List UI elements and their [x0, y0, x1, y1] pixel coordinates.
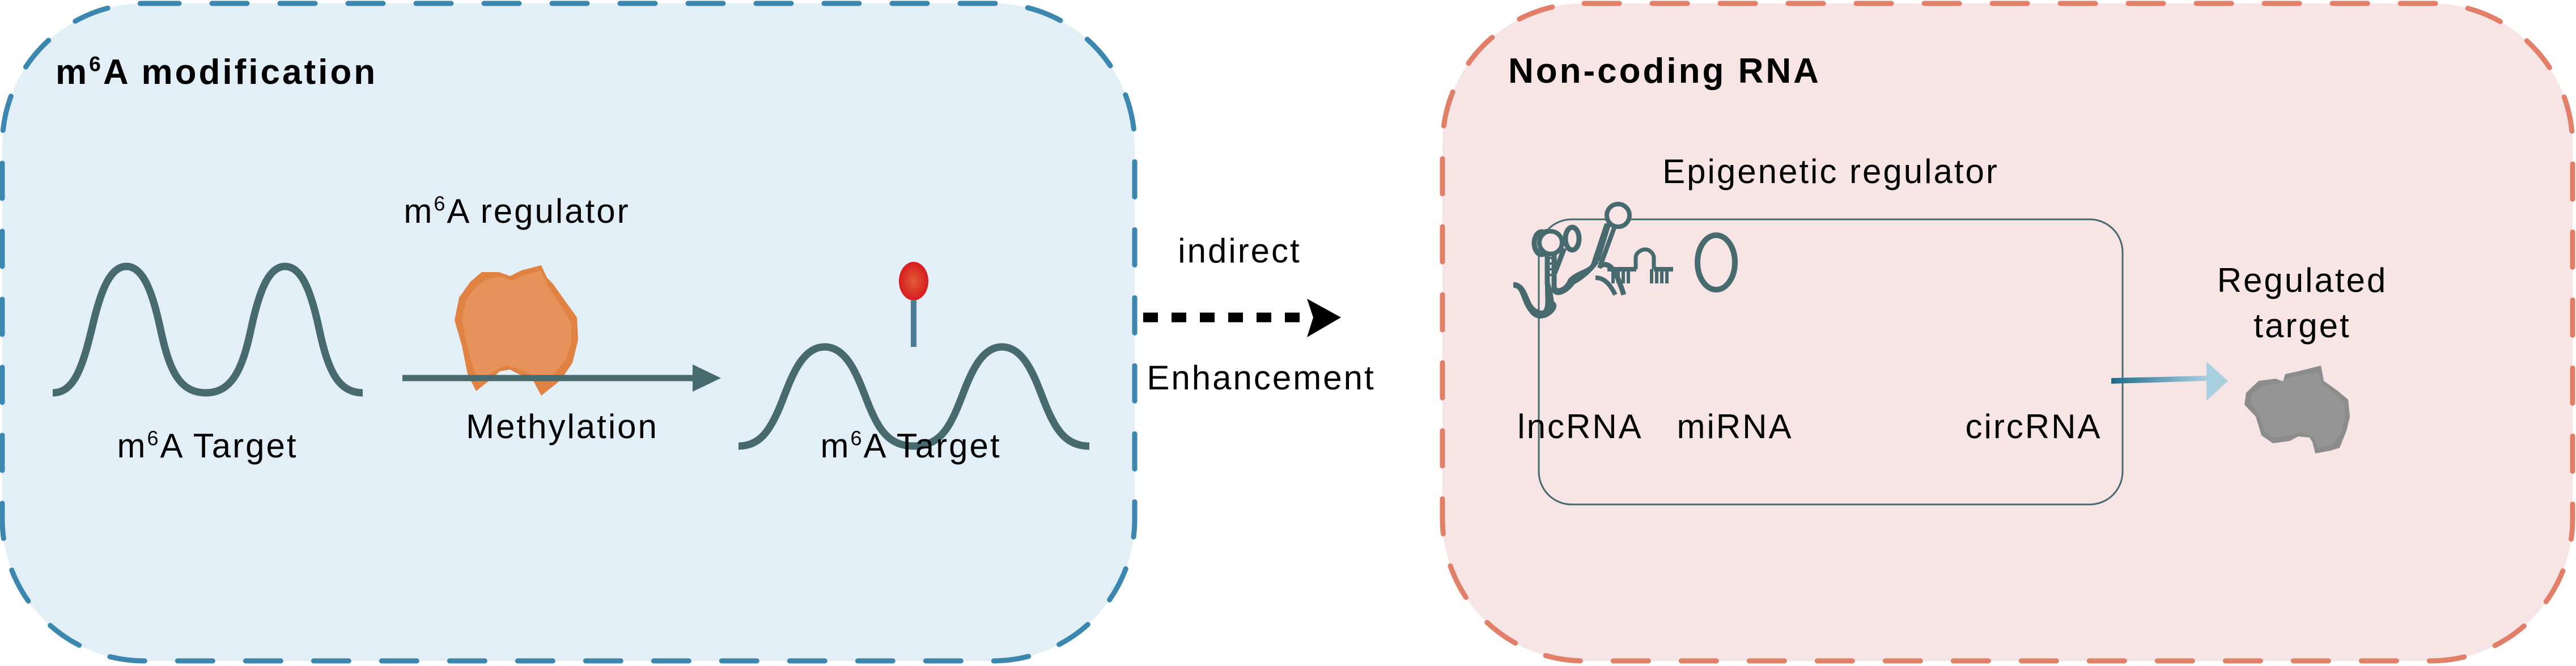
mirna-duplex-icon — [1607, 247, 1673, 283]
methylation-label: Methylation — [466, 408, 659, 446]
target-before-prefix: m — [117, 427, 147, 465]
m6a-regulator-protein-icon — [455, 265, 578, 396]
regulated-target-protein-icon — [2244, 366, 2350, 453]
non-coding-rna-title: Non-coding RNA — [1508, 52, 1821, 91]
target-after-superscript: 6 — [850, 426, 864, 450]
target-before-superscript: 6 — [147, 426, 160, 450]
m6a-target-before-label: m6A Target — [117, 426, 298, 465]
regulator-label-suffix: A regulator — [447, 192, 630, 230]
methylation-arrow — [402, 364, 721, 392]
regulated-target-line2: target — [2254, 307, 2351, 345]
m6a-regulator-label: m6A regulator — [404, 192, 630, 231]
target-after-suffix: A Target — [863, 427, 1001, 465]
m6a-modification-panel — [0, 1, 1138, 664]
lncrna-label: lncRNA — [1517, 408, 1643, 446]
lncrna-structure — [1514, 202, 1632, 315]
circrna-ring-icon — [1695, 232, 1738, 292]
indirect-label: indirect — [1178, 232, 1301, 270]
rna-strand-unmodified-icon — [52, 262, 363, 397]
regulated-target-line1: Regulated — [2217, 261, 2388, 299]
non-coding-rna-panel — [1440, 1, 2575, 664]
m6a-modification-title: m6A modification — [56, 52, 377, 92]
title-superscript: 6 — [89, 52, 103, 76]
target-before-suffix: A Target — [160, 427, 298, 465]
indirect-enhancement-arrow — [1143, 299, 1341, 337]
epigenetic-regulator-label: Epigenetic regulator — [1662, 152, 1999, 190]
regulated-target-label: Regulated target — [2217, 258, 2388, 349]
epigenetic-regulator-box — [1538, 218, 2124, 506]
regulator-label-superscript: 6 — [434, 192, 447, 215]
regulator-label-prefix: m — [404, 192, 434, 230]
circrna-label: circRNA — [1965, 408, 2102, 446]
title-suffix: A modification — [103, 53, 378, 92]
methyl-mark-icon — [899, 262, 928, 347]
mirna-label: miRNA — [1677, 408, 1793, 446]
regulation-arrow — [2111, 362, 2228, 401]
target-after-prefix: m — [820, 427, 851, 465]
ncrna-panel-border — [1440, 1, 2575, 664]
title-prefix: m — [56, 53, 90, 92]
m6a-target-after-label: m6A Target — [820, 426, 1001, 465]
enhancement-label: Enhancement — [1147, 359, 1376, 397]
